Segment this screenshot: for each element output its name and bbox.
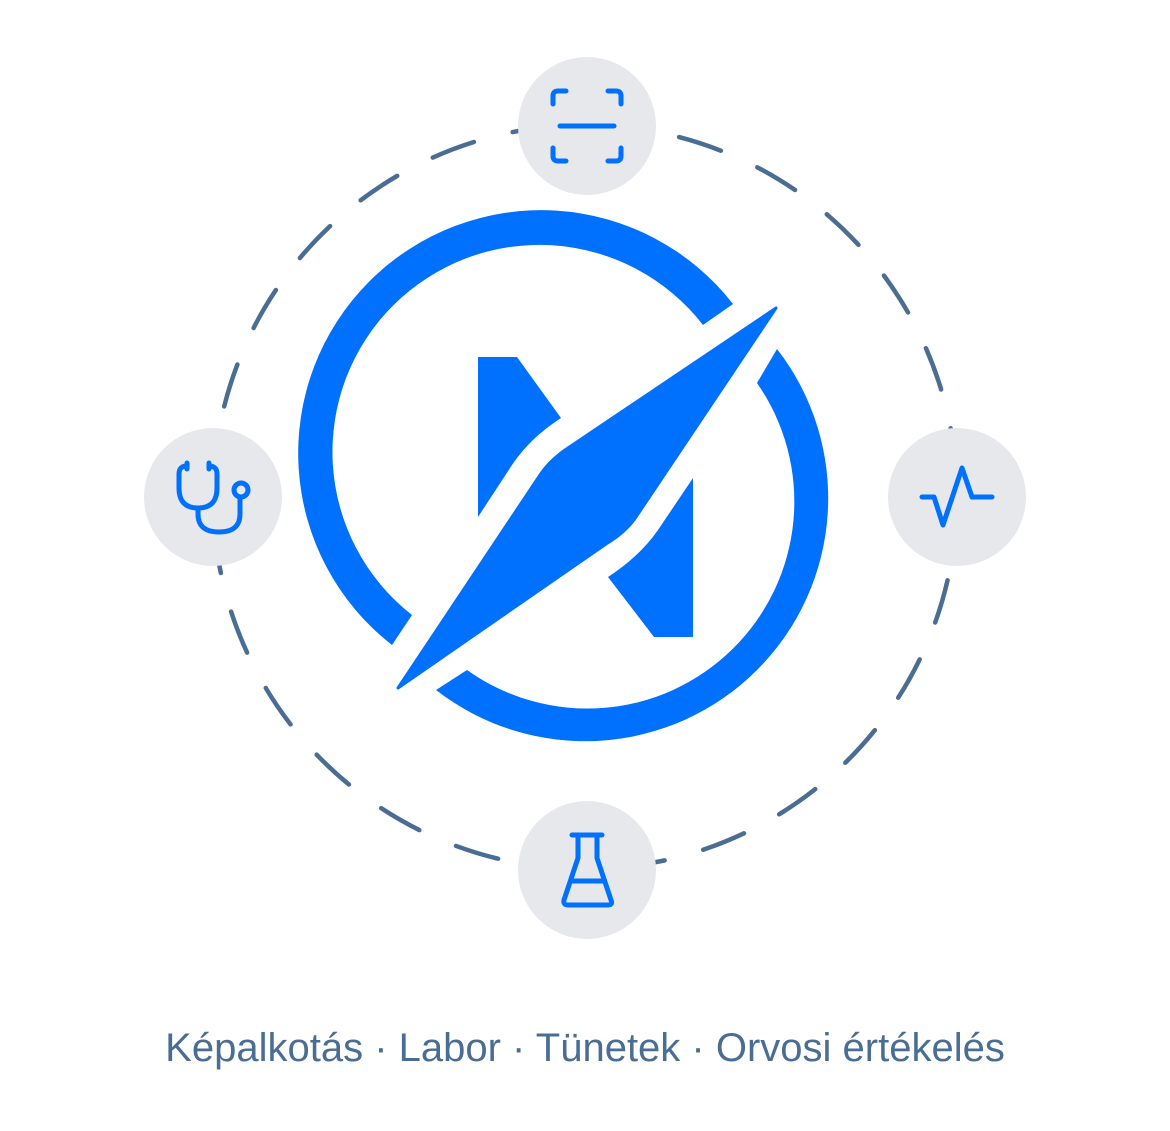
caption-separator: ·: [363, 1026, 399, 1070]
caption-item-lab: Labor: [398, 1026, 501, 1070]
logo-block-right: [608, 478, 693, 637]
flask-icon: [561, 832, 615, 908]
logo-needle: [396, 306, 778, 690]
caption-item-imaging: Képalkotás: [165, 1026, 364, 1070]
logo-block-left: [478, 357, 561, 517]
caption-separator: ·: [500, 1026, 536, 1070]
stethoscope-icon: [176, 460, 251, 535]
node-left: [144, 428, 282, 566]
pulse-icon: [919, 465, 995, 528]
caption: Képalkotás · Labor · Tünetek · Orvosi ér…: [0, 1022, 1170, 1074]
compass-logo-icon: [298, 210, 829, 742]
node-right: [888, 428, 1026, 566]
logo-ring-lower: [436, 349, 829, 742]
node-top: [518, 57, 656, 195]
node-bottom: [518, 801, 656, 939]
scan-icon: [550, 88, 624, 164]
caption-separator: ·: [680, 1026, 716, 1070]
caption-item-medical-evaluation: Orvosi értékelés: [715, 1026, 1005, 1070]
caption-item-symptoms: Tünetek: [535, 1026, 681, 1070]
